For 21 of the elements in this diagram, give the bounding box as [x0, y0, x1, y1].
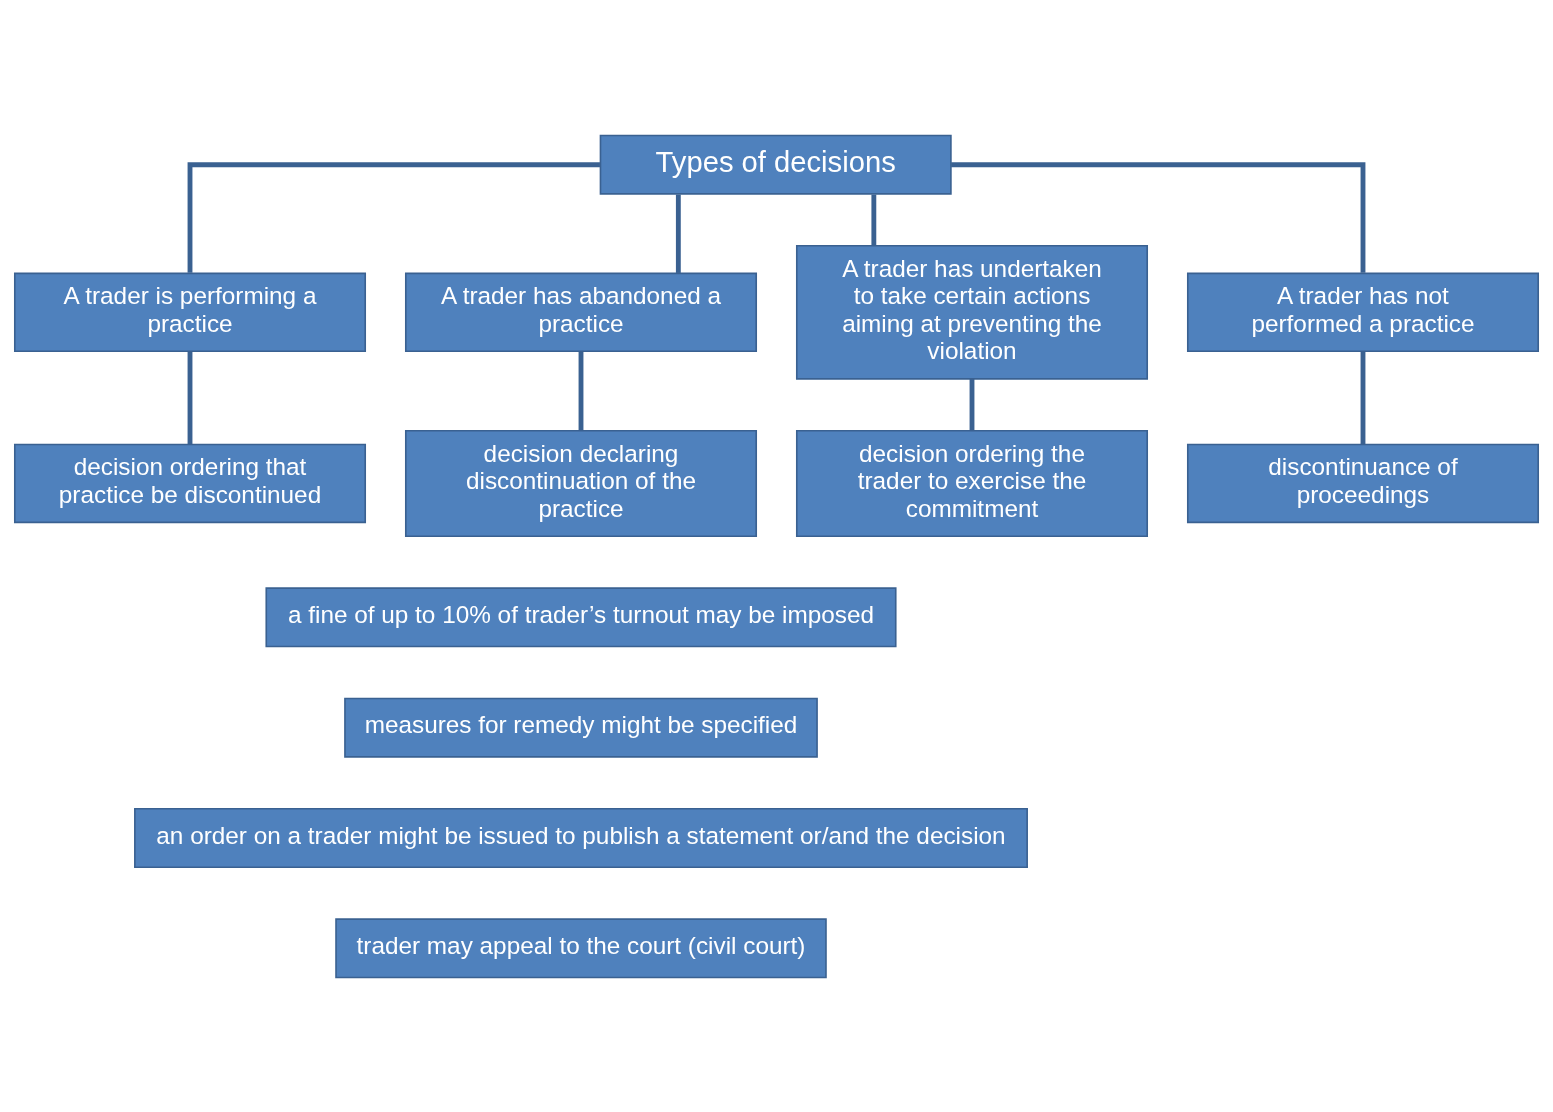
connector — [951, 161, 1366, 273]
node-box: trader may appeal to the court (civil court) — [335, 917, 827, 978]
node-box: A trader is performing a practice — [13, 272, 367, 352]
node-box: A trader has undertaken to take certain actions aiming at preventing the violation — [795, 244, 1149, 380]
connector — [187, 161, 600, 273]
node-box: an order on a trader might be issued to publish a statement or/and the decision — [134, 807, 1028, 868]
node-box: discontinuance of proceedings — [1186, 443, 1539, 523]
node-box: measures for remedy might be specified — [344, 697, 818, 758]
connector — [675, 194, 681, 273]
connector — [969, 378, 975, 430]
connector — [871, 194, 877, 245]
node-box: A trader has abandoned a practice — [404, 272, 758, 352]
connector — [578, 351, 584, 430]
node-box: decision ordering the trader to exercise the commitment — [795, 429, 1149, 537]
node-box: decision ordering that practice be discontinued — [13, 443, 367, 523]
node-box: Types of decisions — [599, 134, 952, 195]
connector — [1360, 351, 1366, 444]
node-box: a fine of up to 10% of trader’s turnout may be imposed — [265, 586, 897, 647]
node-box: A trader has not performed a practice — [1186, 272, 1539, 352]
connector — [187, 351, 193, 444]
node-box: decision declaring discontinuation of the practice — [404, 429, 758, 537]
